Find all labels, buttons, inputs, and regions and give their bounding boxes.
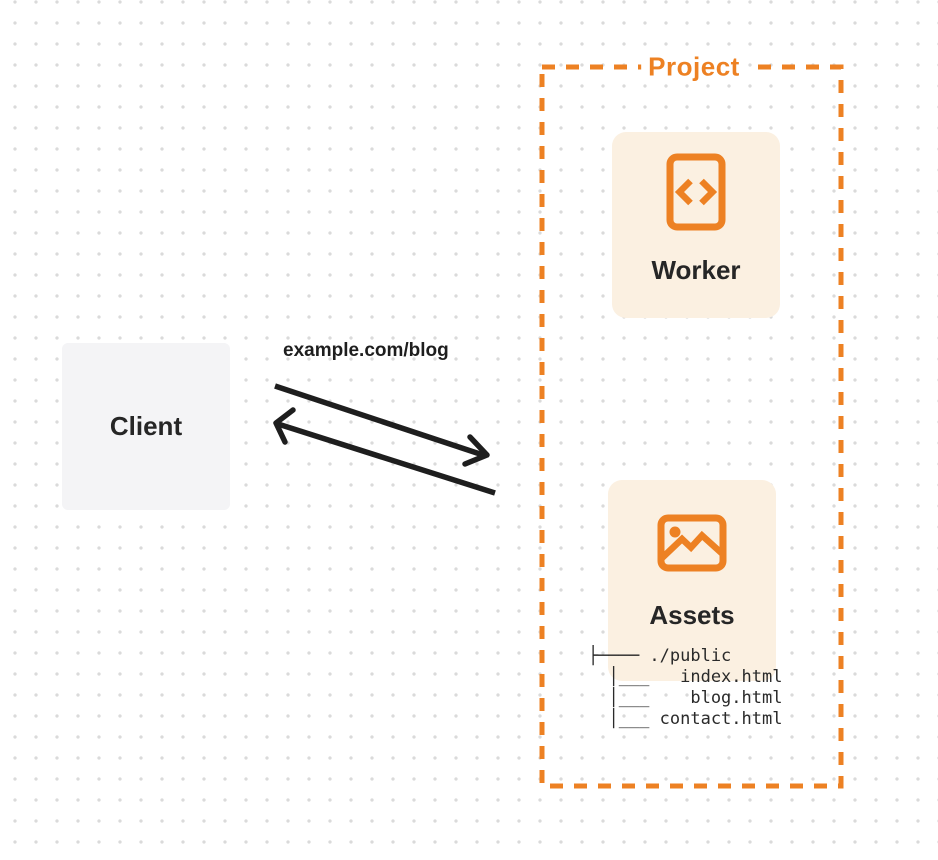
worker-node: Worker: [612, 132, 780, 318]
request-url-label: example.com/blog: [283, 340, 449, 361]
code-document-icon: [666, 153, 726, 236]
assets-label: Assets: [649, 600, 735, 630]
project-group-label: Project: [641, 51, 747, 83]
request-arrow: [274, 383, 490, 467]
client-node: Client: [62, 343, 230, 510]
assets-node: Assets: [608, 480, 776, 681]
assets-file-tree: ├──── ./public │___ index.html │___ blog…: [588, 646, 783, 729]
image-icon: [657, 514, 727, 577]
response-arrow: [273, 407, 496, 496]
worker-label: Worker: [651, 255, 741, 285]
client-label: Client: [109, 411, 183, 441]
